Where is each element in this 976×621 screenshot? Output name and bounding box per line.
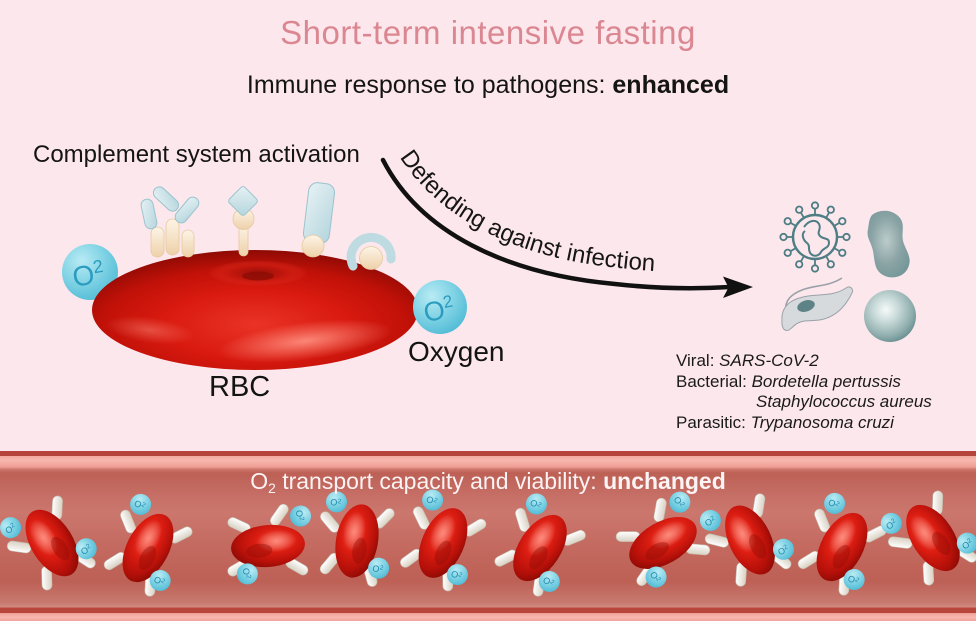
figure-title: Short-term intensive fasting — [280, 14, 696, 51]
main-illustration: O2 — [62, 145, 916, 370]
vessel-rbc — [872, 479, 976, 599]
complement-system-label: Complement system activation — [33, 141, 360, 168]
coccus-icon — [864, 290, 916, 342]
vessel-caption-sub: 2 — [268, 480, 276, 496]
complement-proteins-icon — [140, 182, 396, 271]
vessel-rbc — [89, 487, 203, 605]
pathogen-line-bacterial-2: Staphylococcus aureus — [756, 392, 932, 413]
svg-text:Defending against infection: Defending against infection — [395, 145, 656, 277]
pathogen-list: Viral: SARS-CoV-2 Bacterial: Bordetella … — [676, 351, 932, 433]
vessel-caption-rest: transport capacity and viability: — [275, 468, 604, 494]
oxygen-molecule-icon: O2 — [62, 244, 118, 300]
immune-response-enhanced: enhanced — [612, 71, 730, 99]
vessel-rbc — [479, 486, 596, 606]
pathogen-species: Trypanosoma cruzi — [750, 412, 894, 432]
vessel-caption: O2 transport capacity and viability: unc… — [0, 468, 976, 496]
o2-exponent: 2 — [441, 291, 454, 312]
antibody-icon — [140, 186, 200, 230]
blood-vessel: O2 O2 O2 transport capacity and viabilit… — [0, 451, 976, 621]
vessel-rbc — [603, 483, 722, 598]
defending-arrow: Defending against infection — [380, 145, 753, 298]
pathogen-icons — [779, 201, 916, 342]
o2-exponent: 2 — [91, 256, 104, 277]
vessel-rbc — [0, 484, 107, 604]
svg-text:O2: O2 — [70, 256, 107, 293]
pathogen-type-label: Viral: — [676, 351, 720, 370]
pathogen-type-label: Bacterial: — [676, 371, 752, 391]
immune-response-caption: Immune response to pathogens: enhanced — [0, 71, 976, 100]
pathogen-species: SARS-CoV-2 — [719, 351, 819, 370]
pathogen-species: Bordetella pertussis — [751, 371, 901, 391]
pathogen-species: Staphylococcus aureus — [756, 392, 932, 411]
vessel-rbc — [691, 482, 803, 599]
vessel-rbc — [219, 499, 318, 587]
rbc-label: RBC — [209, 371, 271, 403]
oxygen-molecule-icon: O2 — [413, 280, 467, 334]
trypanosome-icon — [781, 277, 853, 331]
vessel-rbc — [783, 486, 897, 604]
o2-letter: O — [70, 259, 97, 293]
vessel-rbc — [307, 488, 402, 592]
vessel-caption-o: O — [250, 468, 269, 494]
receptor-column-icon — [301, 182, 336, 258]
receptor-diamond-icon — [228, 186, 258, 257]
immune-response-text: Immune response to pathogens: — [246, 71, 613, 99]
pathogen-line-parasitic: Parasitic: Trypanosoma cruzi — [676, 413, 932, 434]
arrow-label: Defending against infection — [395, 145, 656, 277]
vessel-rbc — [385, 483, 496, 599]
virus-icon — [779, 201, 851, 273]
receptor-arc-icon — [346, 232, 396, 271]
pathogen-type-label: Parasitic: — [676, 412, 751, 432]
pathogen-line-bacterial: Bacterial: Bordetella pertussis — [676, 372, 932, 393]
oxygen-label: Oxygen — [408, 336, 505, 367]
rbc-icon — [92, 250, 418, 370]
bacterium-icon — [867, 210, 910, 278]
pathogen-line-viral: Viral: SARS-CoV-2 — [676, 351, 932, 372]
vessel-caption-unchanged: unchanged — [603, 468, 726, 494]
svg-text:O2: O2 — [421, 291, 457, 328]
